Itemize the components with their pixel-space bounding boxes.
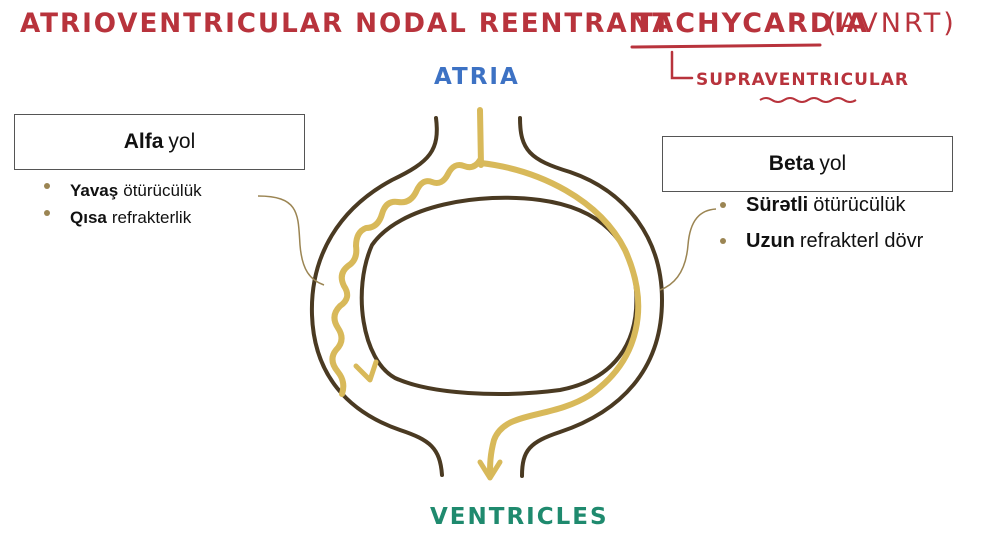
supraventricular-wavy-underline [759, 97, 857, 103]
beta-item-bold: Sürətli [746, 194, 809, 216]
tachycardia-underline [630, 43, 822, 49]
alfa-slow-pathway [329, 157, 483, 397]
alfa-item-text: ötürücülük [123, 181, 202, 200]
diagram-title: ATRIOVENTRICULAR NODAL REENTRANT [20, 8, 673, 39]
beta-pathway-arrowhead [477, 459, 503, 481]
avnrt-abbreviation: (AVNRT) [826, 8, 957, 39]
outer-wall-left [309, 116, 444, 477]
beta-item-text: refrakterl dövr [799, 230, 924, 252]
beta-callout-line [659, 208, 717, 291]
supraventricular-label: SUPRAVENTRICULAR [696, 70, 909, 90]
supraventricular-connector [670, 50, 694, 80]
beta-fast-pathway [478, 160, 642, 478]
alfa-pathway-box: Alfa yol [14, 114, 305, 170]
alfa-callout-line [257, 195, 325, 286]
alfa-item-bold: Yavaş [70, 181, 119, 200]
atria-label: ATRIA [434, 64, 520, 90]
tachycardia-label: TACHYCARDIA [634, 8, 870, 39]
outer-wall-right [518, 116, 665, 478]
beta-title-bold: Beta [768, 152, 815, 175]
inner-island [359, 195, 639, 396]
beta-title-rest: yol [819, 152, 847, 175]
atria-entry-pathway [477, 107, 484, 168]
beta-item-bold: Uzun [746, 230, 795, 252]
ventricles-label: VENTRICLES [430, 504, 609, 530]
alfa-title-rest: yol [168, 130, 196, 153]
alfa-item-bold: Qısa [70, 208, 107, 227]
alfa-pathway-arrowhead [353, 359, 379, 383]
alfa-title-bold: Alfa [123, 130, 164, 153]
beta-item-text: ötürücülük [813, 194, 906, 216]
beta-pathway-box: Beta yol [662, 136, 953, 192]
alfa-item-text: refrakterlik [111, 208, 192, 227]
